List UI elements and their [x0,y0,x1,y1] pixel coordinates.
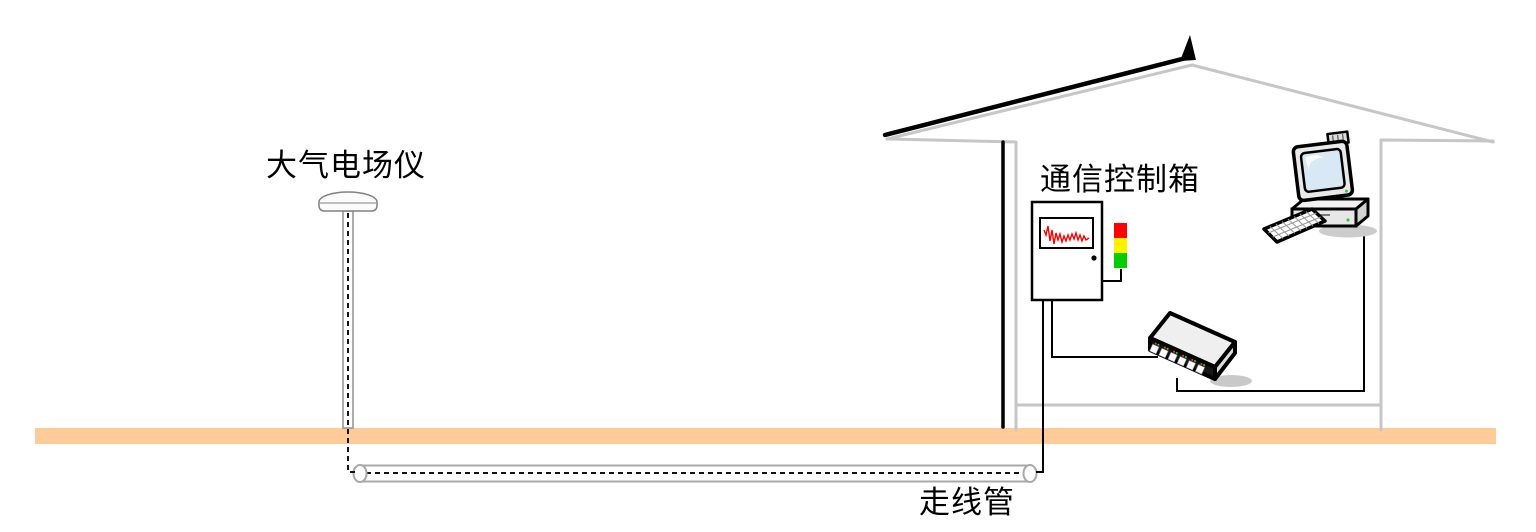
ground-band [35,428,1496,444]
desktop-computer-icon [1262,130,1377,244]
right-wall [1379,138,1495,432]
sensor-dome [318,191,378,212]
computer-monitor [1291,130,1355,203]
stack-light-yellow [1114,238,1127,253]
conduit-label: 走线管 [919,485,1015,520]
signal-cables [1036,228,1365,473]
field-mill-sensor-icon [318,191,378,473]
control-box-body [1030,200,1104,302]
network-hub-icon [1148,311,1252,387]
monitor-screen [1299,147,1346,193]
lightning-protection [882,35,1196,429]
control-box [1030,200,1122,302]
cable-hub-to-computer [1176,228,1365,392]
control-box-knob [1091,255,1097,261]
lightning-rod-icon [1180,35,1196,61]
stack-light-green [1114,253,1127,268]
cable-conduit [352,464,1038,483]
conduit-right-opening [1022,464,1038,483]
hub-ports [1149,342,1206,375]
hub-shadow [1210,375,1252,387]
computer-keyboard [1262,207,1327,244]
waveform-trace [1043,225,1090,245]
conduit-pipe-icon [352,464,368,483]
roof-conductor [882,55,1189,138]
stack-light-icon [1114,223,1127,268]
left-wall [885,137,1018,432]
light-connector-wire [1102,269,1122,282]
cable-box-to-hub [1051,300,1158,358]
control-box-label: 通信控制箱 [1040,162,1200,197]
computer-shadow [1319,224,1377,238]
ground-layer [35,428,1496,444]
roof-outline [885,63,1495,144]
stack-light-red [1114,223,1127,238]
field-meter-label: 大气电场仪 [266,148,426,183]
cable-box-to-conduit [1036,300,1044,473]
control-box-screen [1039,217,1094,249]
house-structure [885,63,1495,432]
